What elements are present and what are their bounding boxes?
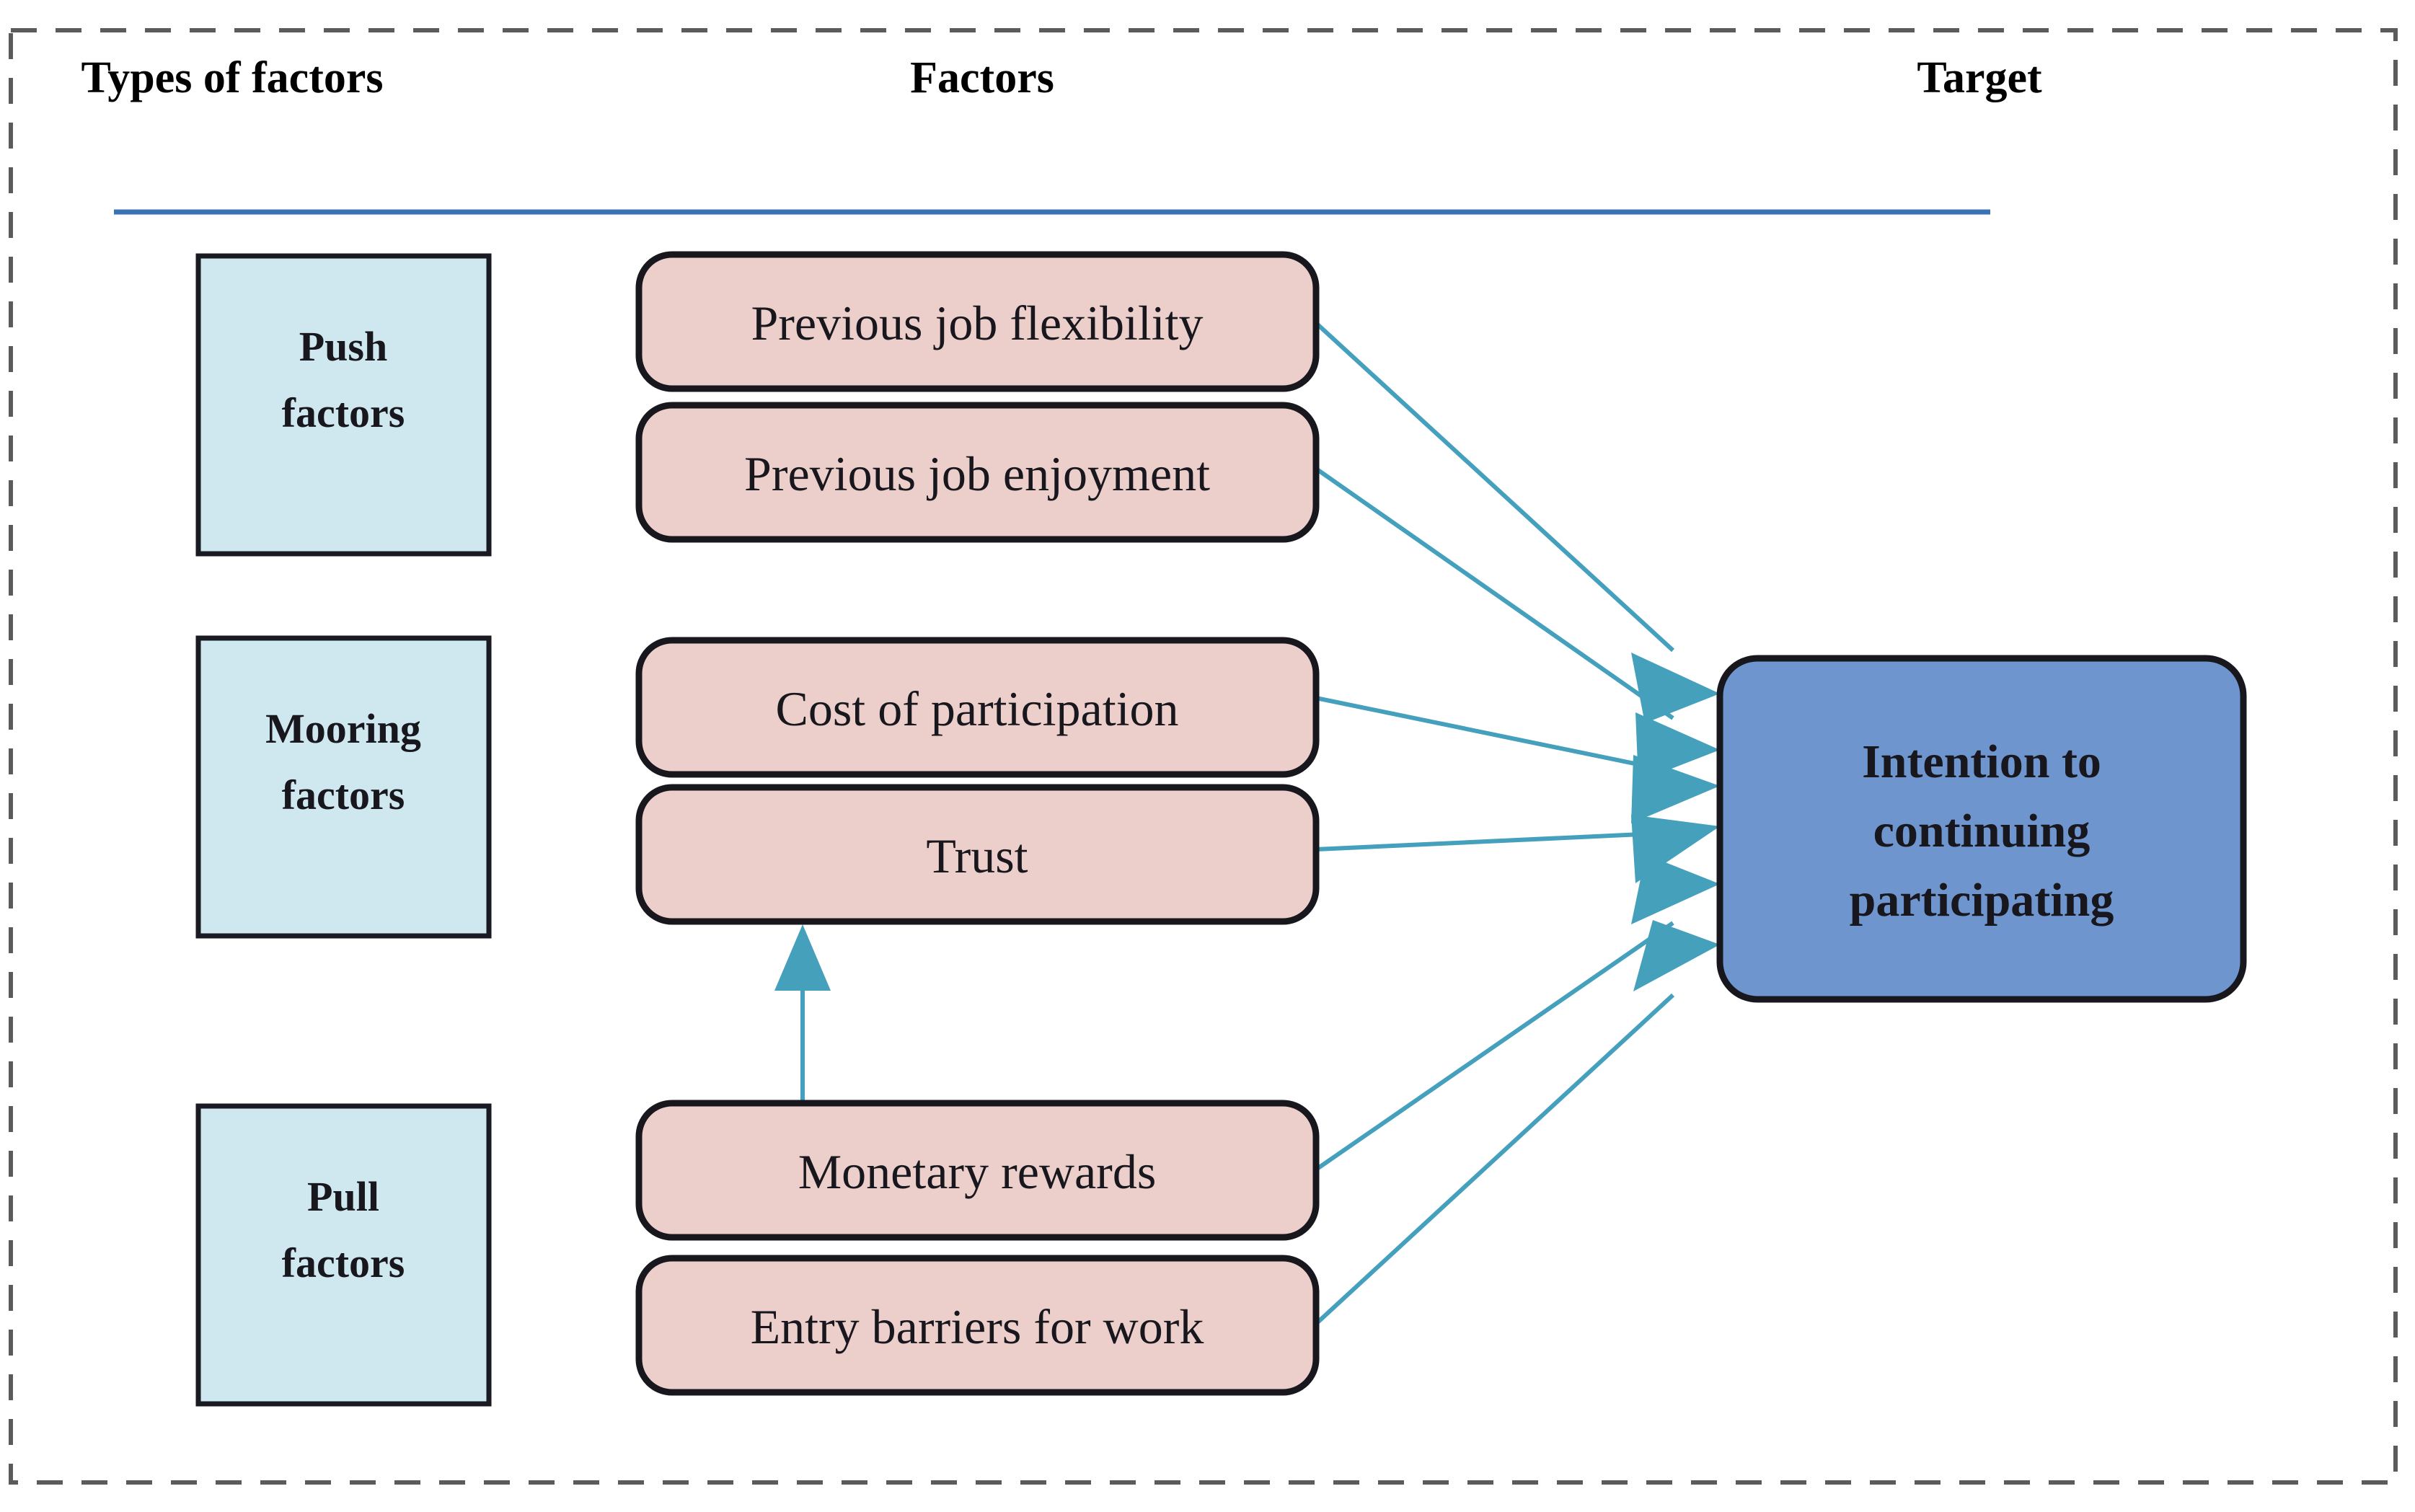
target-label-line2: continuing	[1873, 805, 2091, 857]
factor-box-previous-job-flexibility[interactable]	[635, 251, 1320, 392]
arrow-monetary-rewards-to-target	[1315, 854, 1720, 1172]
column-header-factors: Factors	[910, 53, 1054, 102]
factor-node-cost-of-participation[interactable]: Cost of participation	[635, 637, 1320, 778]
column-header-target: Target	[1917, 53, 2042, 102]
target-box-intention[interactable]	[1716, 655, 2247, 1003]
factor-node-entry-barriers-for-work[interactable]: Entry barriers for work	[635, 1255, 1320, 1396]
target-node-intention-to-continuing-participating[interactable]: Intention to continuing participating	[1716, 655, 2247, 1003]
factor-box-trust[interactable]	[635, 784, 1320, 925]
arrow-entry-barriers-for-work-to-target	[1314, 920, 1720, 1326]
factor-node-trust[interactable]: Trust	[635, 784, 1320, 925]
type-box-mooring[interactable]	[195, 635, 492, 939]
target-label-line1: Intention to	[1862, 735, 2101, 788]
arrow-monetary-rewards-to-trust	[774, 924, 831, 1103]
type-group-push[interactable]: Push factors	[195, 253, 492, 557]
type-box-pull[interactable]	[195, 1103, 492, 1407]
factor-box-cost-of-participation[interactable]	[635, 637, 1320, 778]
figure-border	[9, 28, 2398, 1485]
factor-label-entry-barriers-for-work: Entry barriers for work	[751, 1299, 1204, 1354]
arrow-previous-job-enjoyment-to-target	[1315, 467, 1720, 782]
type-label-mooring-line1: Mooring	[265, 705, 421, 752]
arrow-previous-job-flexibility-to-target	[1314, 321, 1720, 723]
column-header-types-of-factors: Types of factors	[81, 53, 384, 102]
type-label-mooring-line2: factors	[282, 772, 405, 818]
relationship-arrows	[774, 321, 1720, 1326]
factor-label-cost-of-participation: Cost of participation	[775, 681, 1178, 736]
factor-node-previous-job-flexibility[interactable]: Previous job flexibility	[635, 251, 1320, 392]
target-label-line3: participating	[1850, 874, 2114, 927]
type-group-mooring[interactable]: Mooring factors	[195, 635, 492, 939]
type-label-pull-line1: Pull	[307, 1173, 379, 1220]
type-box-push[interactable]	[195, 253, 492, 557]
type-group-pull[interactable]: Pull factors	[195, 1103, 492, 1407]
factor-label-previous-job-flexibility: Previous job flexibility	[751, 296, 1203, 350]
type-label-push-line1: Push	[299, 323, 388, 370]
factor-label-trust: Trust	[926, 828, 1028, 883]
factor-box-entry-barriers-for-work[interactable]	[635, 1255, 1320, 1396]
type-label-pull-line2: factors	[282, 1239, 405, 1286]
factor-box-previous-job-enjoyment[interactable]	[635, 402, 1320, 543]
factor-node-monetary-rewards[interactable]: Monetary rewards	[635, 1100, 1320, 1241]
arrow-cost-of-participation-to-target	[1315, 696, 1720, 823]
factor-box-monetary-rewards[interactable]	[635, 1100, 1320, 1241]
factor-label-monetary-rewards: Monetary rewards	[798, 1144, 1157, 1199]
factor-label-previous-job-enjoyment: Previous job enjoyment	[744, 446, 1210, 501]
factor-node-previous-job-enjoyment[interactable]: Previous job enjoyment	[635, 402, 1320, 543]
type-label-push-line2: factors	[282, 389, 405, 436]
